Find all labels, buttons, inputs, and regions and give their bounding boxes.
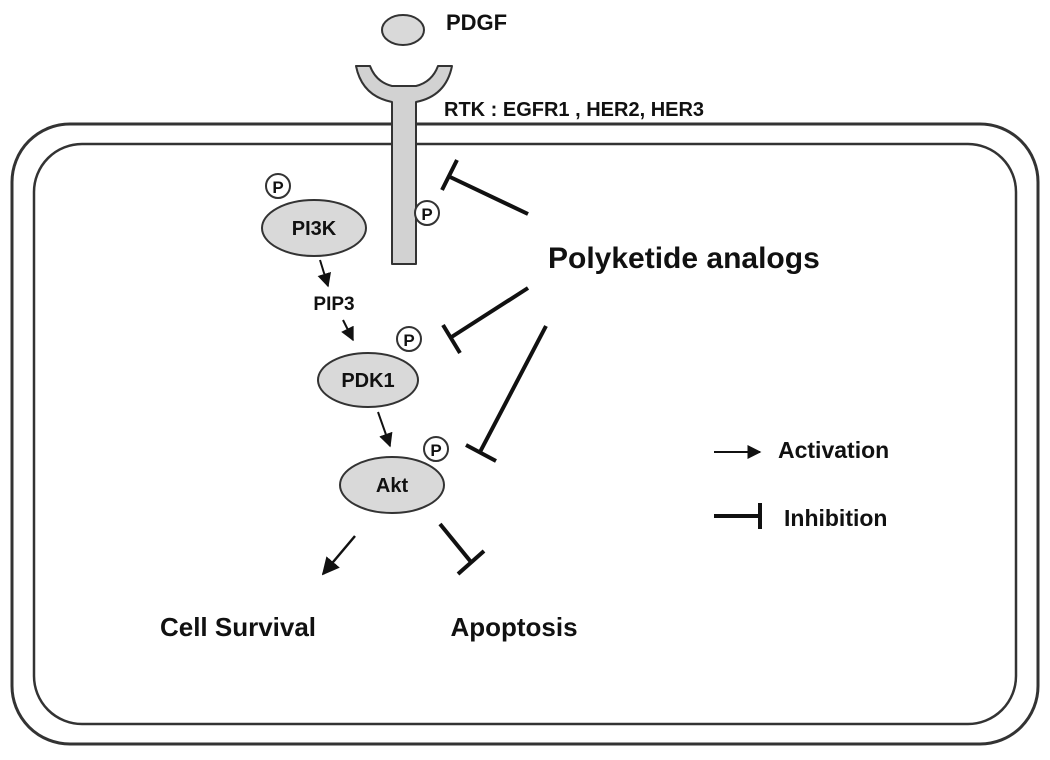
pdk1-node [317, 352, 419, 408]
inhibition-polyketide-pdk1 [441, 286, 530, 355]
pi3k-node [261, 199, 367, 257]
rtk-receptor [355, 65, 453, 265]
akt-label: Akt [376, 475, 409, 497]
cell-membrane-outer [10, 122, 1040, 746]
activation-arrow-pdk1-akt [377, 411, 393, 448]
pdgf-ligand [381, 14, 425, 46]
activation-arrow-akt-survival [321, 535, 356, 576]
inhibition-polyketide-akt [465, 325, 548, 463]
akt-node [339, 456, 445, 514]
phospho-badge-pi3k: P [265, 173, 291, 199]
phospho-badge-pdk1: P [396, 326, 422, 352]
activation-arrow-pip3-pdk1 [341, 319, 354, 342]
phospho-label: P [272, 178, 283, 197]
pdgf-label: PDGF [446, 10, 507, 35]
phospho-badge-receptor: P [414, 200, 440, 226]
phospho-label: P [430, 441, 441, 460]
phospho-label: P [403, 331, 414, 350]
cell-membrane-inner [32, 142, 1018, 726]
legend-activation-label: Activation [778, 437, 889, 463]
activation-arrow-pi3k-pip3 [317, 259, 331, 288]
pdk1-label: PDK1 [341, 370, 394, 392]
apoptosis-label: Apoptosis [450, 612, 577, 642]
inhibition-polyketide-receptor [440, 159, 529, 216]
pip3-label: PIP3 [313, 294, 354, 315]
phospho-label: P [421, 205, 432, 224]
cell-survival-label: Cell Survival [160, 612, 316, 642]
polyketide-analogs-label: Polyketide analogs [548, 242, 820, 275]
legend-inhibition-symbol [714, 503, 762, 529]
rtk-label: RTK : EGFR1 , HER2, HER3 [444, 99, 704, 121]
pi3k-label: PI3K [292, 218, 337, 240]
legend: Activation Inhibition [714, 437, 889, 531]
legend-inhibition-label: Inhibition [784, 505, 887, 531]
phospho-badge-akt: P [423, 436, 449, 462]
inhibition-akt-apoptosis [438, 522, 486, 576]
